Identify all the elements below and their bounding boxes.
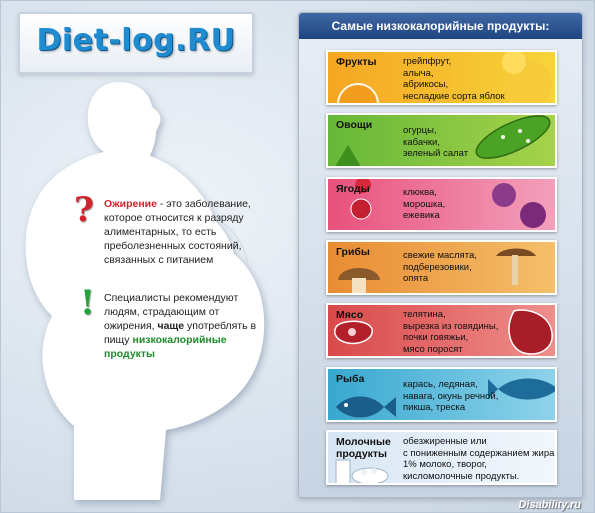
exclamation-mark-icon: ! xyxy=(80,283,95,323)
category-title: Рыба xyxy=(336,373,365,385)
category-card-fruits: Фрукты грейпфрут, алыча, абрикосы, несла… xyxy=(326,50,557,105)
category-item: подберезовики, xyxy=(403,261,472,273)
category-card-berries: Ягоды клюква, морошка, ежевика xyxy=(326,177,557,232)
category-items: огурцы, кабачки, зеленый салат xyxy=(403,125,468,160)
category-item: кабачки, xyxy=(403,136,440,148)
advice-bold: чаще xyxy=(157,320,185,332)
category-item: мясо поросят xyxy=(403,343,463,355)
category-title: Овощи xyxy=(336,119,373,131)
cucumber-icon xyxy=(335,115,551,166)
site-logo[interactable]: Diet-log.RU xyxy=(36,23,236,58)
advice-green: низкокалорийные продукты xyxy=(104,334,227,360)
category-item: 1% молоко, творог, xyxy=(403,459,487,470)
category-item: зеленый салат xyxy=(403,148,469,159)
category-item: вырезка из говядины, xyxy=(403,320,499,332)
category-items: грейпфрут, алыча, абрикосы, несладкие со… xyxy=(403,56,505,102)
category-items: обезжиренные или с пониженным содержание… xyxy=(403,436,557,482)
obesity-definition: Ожирение - это заболевание, которое отно… xyxy=(104,197,279,267)
fruit-icon xyxy=(337,52,552,103)
question-mark-icon: ? xyxy=(74,190,94,230)
category-item: обезжиренные или xyxy=(403,436,487,447)
category-item: навага, окунь речной, xyxy=(403,390,499,402)
category-items: клюква, морошка, ежевика xyxy=(403,187,445,222)
category-card-meat: Мясо телятина, вырезка из говядины, почк… xyxy=(326,303,557,358)
category-items: карась, ледяная, навага, окунь речной, п… xyxy=(403,379,498,414)
category-card-mushrooms: Грибы свежие маслята, подберезовики, опя… xyxy=(326,240,557,295)
category-item: почки говяжьи, xyxy=(403,332,469,343)
category-item: клюква, xyxy=(403,187,437,198)
advice-start: Специалисты рекомендуют людям, страдающи… xyxy=(104,292,239,332)
category-item: телятина, xyxy=(403,309,446,320)
category-item: кисломолочные продукты. xyxy=(403,470,520,482)
category-item: пикша, треска xyxy=(403,402,466,413)
obesity-definition-text: - это заболевание, которое относится к р… xyxy=(104,198,251,266)
site-logo-box[interactable]: Diet-log.RU xyxy=(18,12,254,74)
category-items: свежие маслята, подберезовики, опята xyxy=(403,250,477,285)
low-calorie-panel: Самые низкокалорийные продукты: Фрукты г… xyxy=(298,12,583,498)
category-items: телятина, вырезка из говядины, почки гов… xyxy=(403,309,498,355)
category-title: Молочные продукты xyxy=(336,436,391,460)
category-card-vegetables: Овощи огурцы, кабачки, зеленый салат xyxy=(326,113,557,168)
category-title: Фрукты xyxy=(336,56,377,68)
category-title: Мясо xyxy=(336,309,364,321)
category-item: алыча, xyxy=(403,67,434,79)
fish-icon xyxy=(336,378,555,418)
category-item: абрикосы, xyxy=(403,79,449,90)
category-item: с пониженным содержанием жира: xyxy=(403,447,557,459)
category-item: карась, ледяная, xyxy=(403,379,478,390)
berry-icon xyxy=(350,179,546,228)
person-silhouette xyxy=(25,82,265,500)
category-title: Ягоды xyxy=(336,183,370,195)
advice-mid: употреблять в пищу xyxy=(104,320,257,346)
category-title: Грибы xyxy=(336,246,370,258)
steak-icon xyxy=(334,309,553,355)
category-item: огурцы, xyxy=(403,125,437,136)
category-item: грейпфрут, xyxy=(403,56,452,67)
category-card-fish: Рыба карась, ледяная, навага, окунь речн… xyxy=(326,367,557,422)
category-card-dairy: Молочные продукты обезжиренные или с пон… xyxy=(326,430,557,485)
watermark: Disability.ru xyxy=(518,499,581,511)
category-item: несладкие сорта яблок xyxy=(403,90,505,102)
advice-text: Специалисты рекомендуют людям, страдающи… xyxy=(104,291,264,361)
panel-title: Самые низкокалорийные продукты: xyxy=(299,13,582,39)
obesity-word: Ожирение xyxy=(104,198,157,210)
mushroom-icon xyxy=(338,248,536,293)
category-item: свежие маслята, xyxy=(403,250,477,261)
dairy-icon xyxy=(335,459,389,483)
category-item: опята xyxy=(403,273,429,284)
category-item: ежевика xyxy=(403,210,440,221)
category-item: морошка, xyxy=(403,198,446,210)
